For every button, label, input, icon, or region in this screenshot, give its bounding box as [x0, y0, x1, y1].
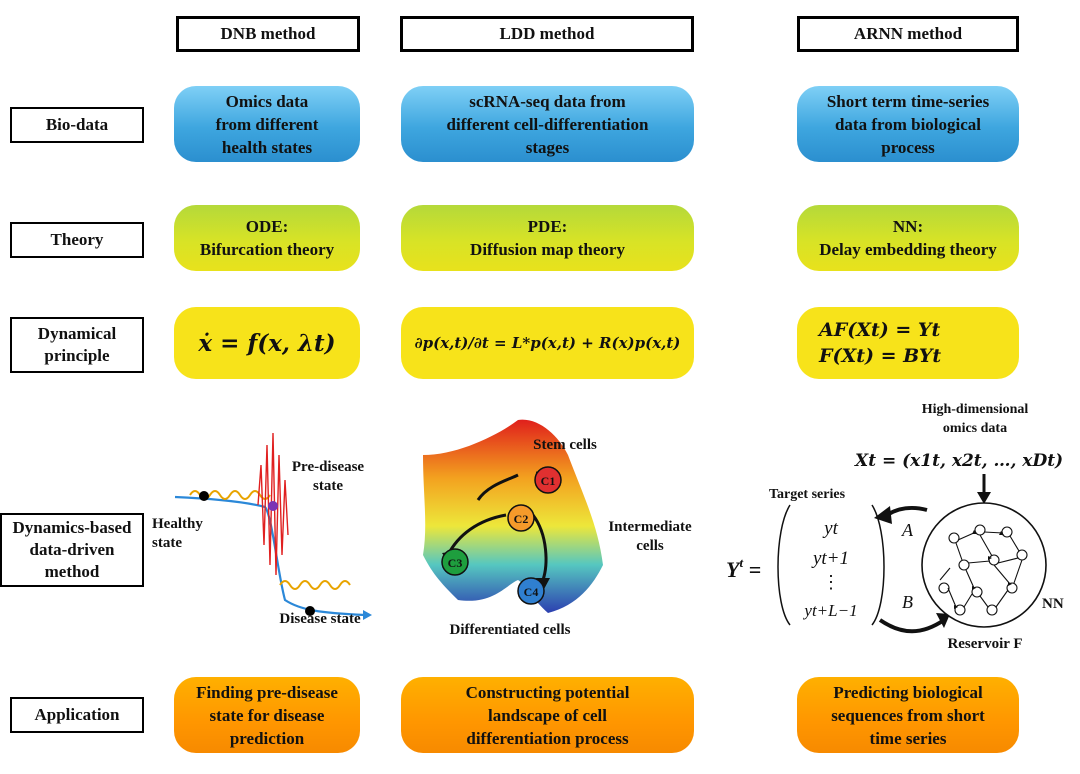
disease-point	[305, 606, 315, 616]
theory-ldd: PDE:Diffusion map theory	[401, 205, 694, 271]
x-vector: Xt = (x1t, x2t, …, xDt)	[855, 451, 1064, 471]
y-entry-0: yt	[822, 518, 838, 539]
curve-arrowhead	[363, 610, 372, 620]
differentiated-label: Differentiated cells	[449, 622, 571, 638]
disease-label: Disease state	[279, 611, 361, 627]
arrow-a	[885, 505, 928, 517]
row-label-bio-data: Bio-data	[10, 107, 144, 143]
arnn-figure: Yt = yt yt+1 ⋮ yt+L−1 A B NN	[726, 474, 1064, 634]
dnb-critical-transition-figure	[174, 432, 372, 620]
y-entry-1: yt+1	[811, 548, 849, 569]
oscillation-right	[279, 580, 351, 590]
arrow-c1-c2	[476, 473, 519, 501]
header-arnn: ARNN method	[797, 16, 1019, 52]
reservoir-circle	[921, 502, 1047, 628]
pre-disease-spike	[257, 432, 289, 576]
nn-label: NN	[1042, 596, 1064, 612]
y-entry-2: ⋮	[822, 572, 840, 592]
stem-cells-label: Stem cells	[533, 437, 597, 453]
reservoir-label: Reservoir F	[947, 636, 1023, 652]
target-series-label: Target series	[768, 487, 846, 502]
header-dnb: DNB method	[176, 16, 360, 52]
arrow-b	[878, 618, 946, 634]
label-b: B	[902, 592, 913, 612]
principle-dnb: ẋ = f(x, λt)	[174, 307, 360, 379]
healthy-point	[199, 491, 209, 501]
row-label-theory: Theory	[10, 222, 144, 258]
y-entry-3: yt+L−1	[802, 601, 857, 620]
arrow-c2-c4	[531, 514, 548, 581]
header-ldd: LDD method	[400, 16, 694, 52]
row-label-application: Application	[10, 697, 144, 733]
label-a: A	[901, 520, 914, 540]
theory-arnn: NN:Delay embedding theory	[797, 205, 1019, 271]
svg-text:Yt =: Yt =	[726, 555, 761, 582]
principle-arnn: AF(Xt) = Yt F(Xt) = BYt	[797, 307, 1019, 379]
principle-ldd: ∂p(x,t)/∂t = L*p(x,t) + R(x)p(x,t)	[401, 307, 694, 379]
tipping-point	[268, 501, 278, 511]
theory-dnb: ODE:Bifurcation theory	[174, 205, 360, 271]
